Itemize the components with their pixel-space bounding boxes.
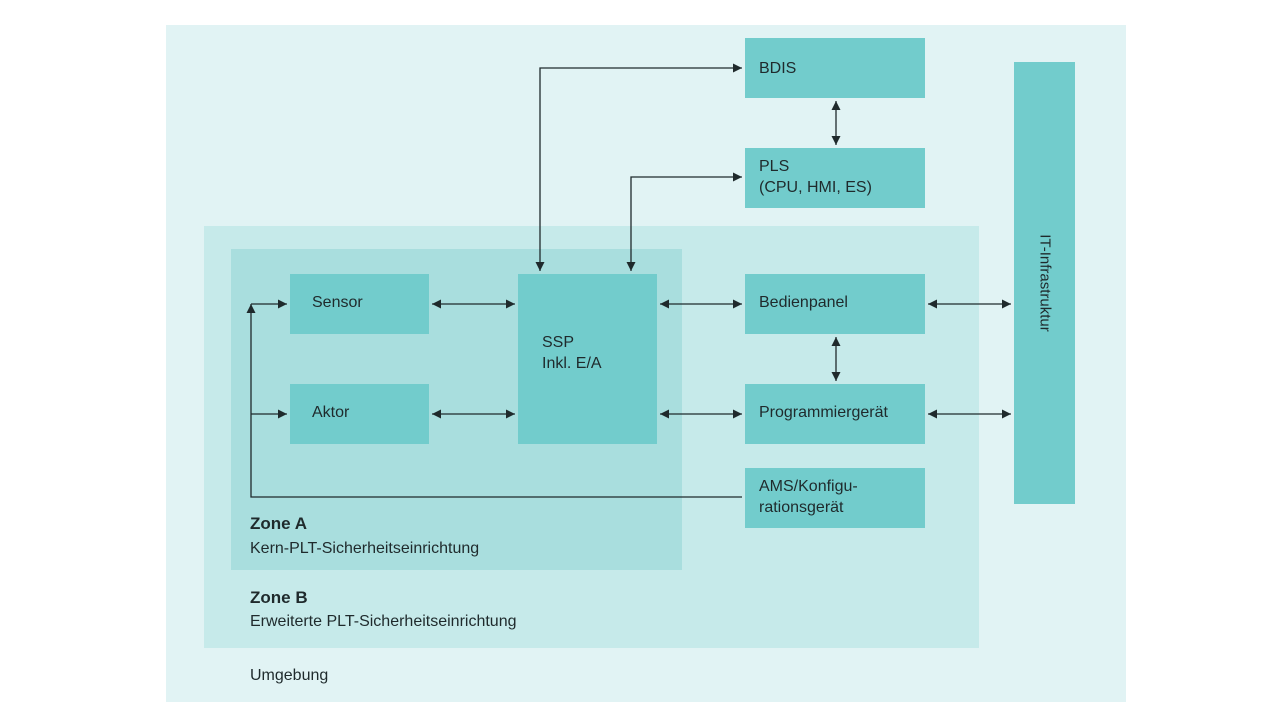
bdis-box: BDIS (745, 38, 925, 98)
aktor-label: Aktor (312, 404, 350, 421)
pls-label-line1: PLS (759, 158, 790, 175)
zone-b-subtitle: Erweiterte PLT-Sicherheitseinrichtung (250, 613, 517, 630)
ams-box: AMS/Konfigu- rationsgerät (745, 468, 925, 528)
zone-b-title: Zone B (250, 588, 308, 607)
sensor-box: Sensor (290, 274, 429, 334)
zone-a-subtitle: Kern-PLT-Sicherheitseinrichtung (250, 540, 480, 557)
ssp-box: SSP Inkl. E/A (518, 274, 657, 444)
bdis-label: BDIS (759, 60, 797, 77)
bedienpanel-label: Bedienpanel (759, 294, 848, 311)
programmiergeraet-label: Programmiergerät (759, 404, 888, 421)
it-infrastruktur-box: IT-Infrastruktur (1014, 62, 1075, 504)
it-infrastruktur-label: IT-Infrastruktur (1036, 234, 1053, 332)
sensor-label: Sensor (312, 294, 363, 311)
pls-box: PLS (CPU, HMI, ES) (745, 148, 925, 208)
zone-a-title: Zone A (250, 514, 307, 533)
ams-label-line2: rationsgerät (759, 499, 844, 516)
programmiergeraet-box: Programmiergerät (745, 384, 925, 444)
ssp-label-line2: Inkl. E/A (542, 355, 602, 372)
ams-label-line1: AMS/Konfigu- (759, 478, 858, 495)
aktor-box: Aktor (290, 384, 429, 444)
ssp-label-line1: SSP (542, 334, 575, 351)
environment-label: Umgebung (250, 667, 329, 684)
bedienpanel-box: Bedienpanel (745, 274, 925, 334)
pls-label-line2: (CPU, HMI, ES) (759, 179, 872, 196)
